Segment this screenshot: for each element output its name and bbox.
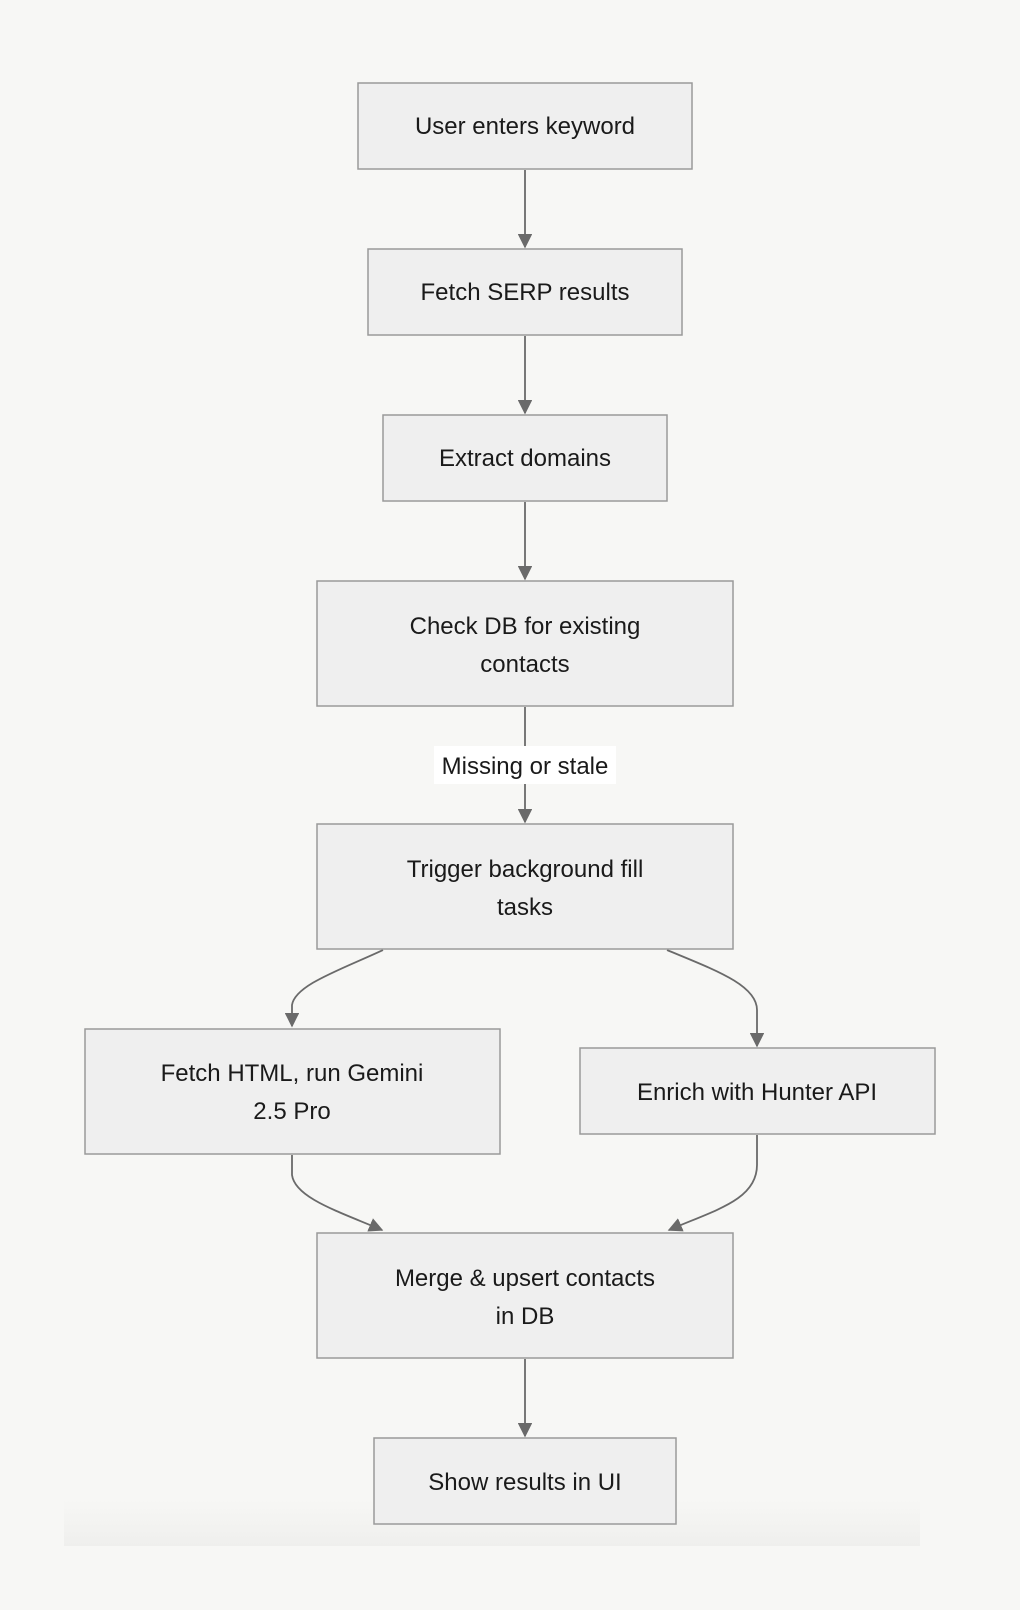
node-label: User enters keyword xyxy=(415,113,635,140)
node-label-line-1: Check DB for existing xyxy=(410,613,641,640)
edges xyxy=(284,170,765,1438)
node-label-line-2: in DB xyxy=(496,1303,555,1330)
node-label: Fetch SERP results xyxy=(421,279,630,306)
edge-gemini-to-merge xyxy=(291,1155,384,1232)
edge-hunter-to-merge xyxy=(667,1135,758,1232)
node-label: Enrich with Hunter API xyxy=(637,1079,877,1106)
node-check-db[interactable]: Check DB for existing contacts xyxy=(316,580,734,707)
edge-trigger-to-hunter xyxy=(666,949,765,1048)
node-label-line-2: contacts xyxy=(480,651,569,678)
node-label-line-2: 2.5 Pro xyxy=(253,1098,330,1125)
node-label-line-2: tasks xyxy=(497,894,553,921)
edge-label-text: Missing or stale xyxy=(442,753,609,780)
node-label-line-1: Trigger background fill xyxy=(407,856,644,883)
node-show-results[interactable]: Show results in UI xyxy=(373,1437,677,1525)
node-fetch-serp-results[interactable]: Fetch SERP results xyxy=(367,248,683,336)
node-label: Extract domains xyxy=(439,445,611,472)
node-merge-upsert[interactable]: Merge & upsert contacts in DB xyxy=(316,1232,734,1359)
node-enrich-hunter[interactable]: Enrich with Hunter API xyxy=(579,1047,936,1135)
node-fetch-html-gemini[interactable]: Fetch HTML, run Gemini 2.5 Pro xyxy=(84,1028,501,1155)
node-label-line-1: Merge & upsert contacts xyxy=(395,1265,655,1292)
node-label: Show results in UI xyxy=(428,1469,621,1496)
node-user-enters-keyword[interactable]: User enters keyword xyxy=(357,82,693,170)
edge-label-missing-or-stale: Missing or stale xyxy=(434,746,616,784)
edge-trigger-to-gemini xyxy=(284,949,384,1028)
node-extract-domains[interactable]: Extract domains xyxy=(382,414,668,502)
node-label-line-1: Fetch HTML, run Gemini xyxy=(161,1060,424,1087)
node-trigger-background-fill[interactable]: Trigger background fill tasks xyxy=(316,823,734,950)
